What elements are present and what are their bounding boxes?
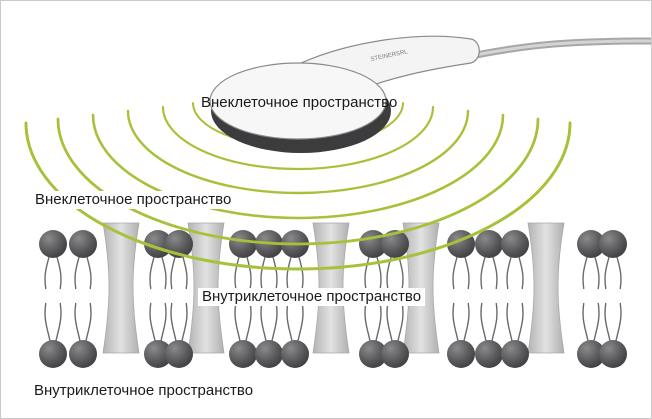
- lipid-tail: [583, 303, 588, 341]
- lipid-head: [69, 340, 97, 368]
- lipid-head: [475, 340, 503, 368]
- lipid-head: [599, 230, 627, 258]
- lipid-tail: [182, 303, 187, 341]
- lipid-tail: [171, 253, 176, 289]
- lipid-tail: [272, 253, 277, 289]
- lipid-head: [447, 340, 475, 368]
- lipid-tail: [75, 253, 80, 289]
- lipid-head: [229, 230, 257, 258]
- lipid-tail: [376, 253, 381, 289]
- lipid-tail: [298, 253, 303, 289]
- label-extracellular-left: Внеклеточное пространство: [31, 191, 235, 209]
- protein-channel: [528, 223, 564, 353]
- lipid-tail: [235, 303, 240, 341]
- lipid-tail: [387, 303, 392, 341]
- lipid-tail: [86, 303, 91, 341]
- lipid-tail: [453, 253, 458, 289]
- lipid-tail: [594, 253, 599, 289]
- label-extracellular-top: Внеклеточное пространство: [201, 94, 397, 112]
- label-intracellular-middle: Внутриклеточное пространство: [198, 288, 425, 306]
- lipid-tail: [246, 303, 251, 341]
- lipid-tail: [235, 253, 240, 289]
- lipid-head: [501, 340, 529, 368]
- lipid-tail: [481, 253, 486, 289]
- lipid-tail: [150, 303, 155, 341]
- lipid-tail: [287, 253, 292, 289]
- lipid-head: [255, 340, 283, 368]
- lipid-tail: [507, 253, 512, 289]
- lipid-tail: [261, 253, 266, 289]
- lipid-tail: [365, 253, 370, 289]
- lipid-head: [69, 230, 97, 258]
- lipid-tail: [507, 303, 512, 341]
- lipid-tail: [594, 303, 599, 341]
- lipid-tail: [518, 253, 523, 289]
- lipid-tail: [492, 253, 497, 289]
- lipid-tail: [464, 253, 469, 289]
- lipid-tail: [150, 253, 155, 289]
- lipid-tail: [171, 303, 176, 341]
- lipid-head: [229, 340, 257, 368]
- lipid-tail: [583, 253, 588, 289]
- lipid-head: [475, 230, 503, 258]
- lipid-tail: [45, 303, 50, 341]
- lipid-head: [599, 340, 627, 368]
- lipid-tail: [365, 303, 370, 341]
- lipid-head: [281, 340, 309, 368]
- lipid-tail: [56, 303, 61, 341]
- lipid-head: [39, 230, 67, 258]
- lipid-tail: [45, 253, 50, 289]
- protein-channel: [103, 223, 139, 353]
- lipid-tail: [464, 303, 469, 341]
- lipid-tail: [518, 303, 523, 341]
- label-intracellular-bottom: Внутриклеточное пространство: [34, 382, 253, 400]
- lipid-tail: [261, 303, 266, 341]
- lipid-tail: [298, 303, 303, 341]
- lipid-tail: [161, 253, 166, 289]
- lipid-tail: [161, 303, 166, 341]
- lipid-tail: [398, 303, 403, 341]
- lipid-head: [381, 340, 409, 368]
- lipid-tail: [387, 253, 392, 289]
- lipid-tail: [605, 253, 610, 289]
- lipid-tail: [86, 253, 91, 289]
- lipid-tail: [56, 253, 61, 289]
- lipid-tail: [492, 303, 497, 341]
- lipid-tail: [75, 303, 80, 341]
- lipid-head: [39, 340, 67, 368]
- lipid-tail: [481, 303, 486, 341]
- lipid-tail: [616, 253, 621, 289]
- lipid-head: [165, 340, 193, 368]
- lipid-tail: [246, 253, 251, 289]
- lipid-tail: [272, 303, 277, 341]
- lipid-tail: [453, 303, 458, 341]
- lipid-tail: [287, 303, 292, 341]
- lipid-tail: [605, 303, 610, 341]
- lipid-tail: [616, 303, 621, 341]
- lipid-tail: [376, 303, 381, 341]
- lipid-tail: [182, 253, 187, 289]
- lipid-head: [501, 230, 529, 258]
